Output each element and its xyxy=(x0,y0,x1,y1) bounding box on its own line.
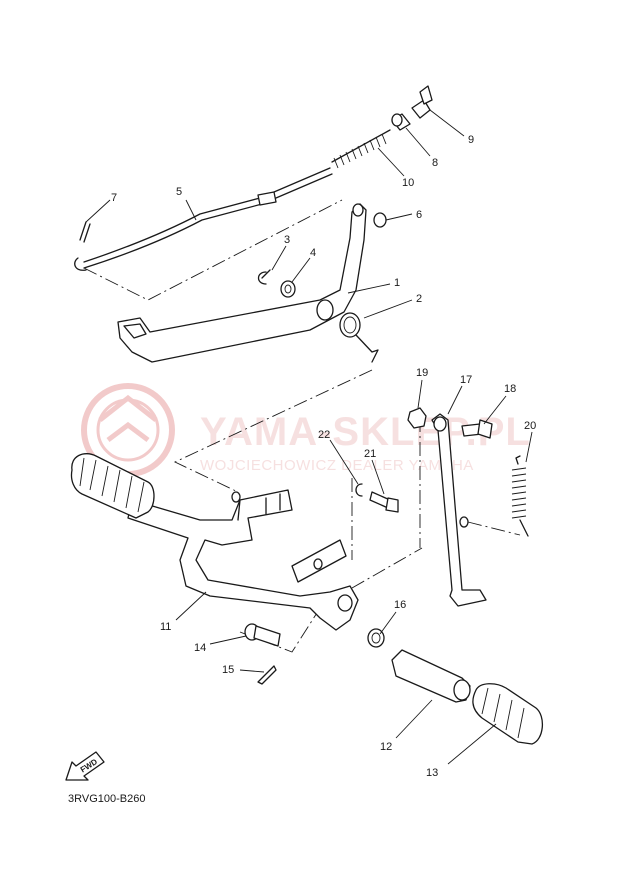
washer-6 xyxy=(373,212,387,228)
collar-8 xyxy=(391,113,411,131)
callout-6: 6 xyxy=(416,209,422,221)
pin-14 xyxy=(244,623,281,647)
watermark-dealer: WOJCIECHOWICZ DEALER YAMAHA xyxy=(200,457,474,474)
callout-9: 9 xyxy=(468,134,474,146)
callout-19: 19 xyxy=(416,367,428,379)
callout-1: 1 xyxy=(394,277,400,289)
brake-rod xyxy=(74,167,333,271)
washer-4 xyxy=(280,280,296,298)
stand-spring-20 xyxy=(511,455,529,537)
footrest-bracket-12 xyxy=(391,649,471,703)
return-spring-2 xyxy=(339,312,379,363)
cotter-pin-7 xyxy=(79,221,91,243)
callout-3: 3 xyxy=(284,234,290,246)
nut-19 xyxy=(407,407,427,429)
callout-2: 2 xyxy=(416,293,422,305)
callout-5: 5 xyxy=(176,186,182,198)
bolt-18 xyxy=(461,419,493,439)
callout-13: 13 xyxy=(426,767,438,779)
callout-21: 21 xyxy=(364,448,376,460)
rod-spring-10 xyxy=(331,129,391,169)
callout-10: 10 xyxy=(402,177,414,189)
footrest-rubber-left xyxy=(70,453,155,519)
callout-15: 15 xyxy=(222,664,234,676)
callout-16: 16 xyxy=(394,599,406,611)
callout-4: 4 xyxy=(310,247,316,259)
fwd-arrow: FWD xyxy=(65,751,105,781)
callout-7: 7 xyxy=(111,192,117,204)
callout-labels: 1 2 3 4 5 6 7 8 9 10 11 12 13 14 15 16 1… xyxy=(111,134,536,779)
footrest-bar-11 xyxy=(127,489,359,631)
diagram-code: 3RVG100-B260 xyxy=(68,793,145,805)
callout-14: 14 xyxy=(194,642,206,654)
callout-12: 12 xyxy=(380,741,392,753)
stand-bracket xyxy=(291,539,347,583)
callout-8: 8 xyxy=(432,157,438,169)
brake-pedal-1 xyxy=(117,203,367,363)
callout-18: 18 xyxy=(504,383,516,395)
wing-nut-9 xyxy=(411,85,433,119)
bolt-21 xyxy=(369,491,399,513)
watermark: YAMA-SKLEP.PL WOJCIECHOWICZ DEALER YAMAH… xyxy=(81,383,530,477)
callout-11: 11 xyxy=(160,621,171,633)
leader-lines xyxy=(85,109,533,765)
side-stand-17 xyxy=(431,413,487,607)
callout-20: 20 xyxy=(524,420,536,432)
circlip-22 xyxy=(355,483,363,497)
footrest-rubber-13 xyxy=(472,683,543,745)
callout-17: 17 xyxy=(460,374,472,386)
circlip-3 xyxy=(257,269,271,285)
cotter-pin-15 xyxy=(257,665,277,685)
callout-22: 22 xyxy=(318,429,330,441)
